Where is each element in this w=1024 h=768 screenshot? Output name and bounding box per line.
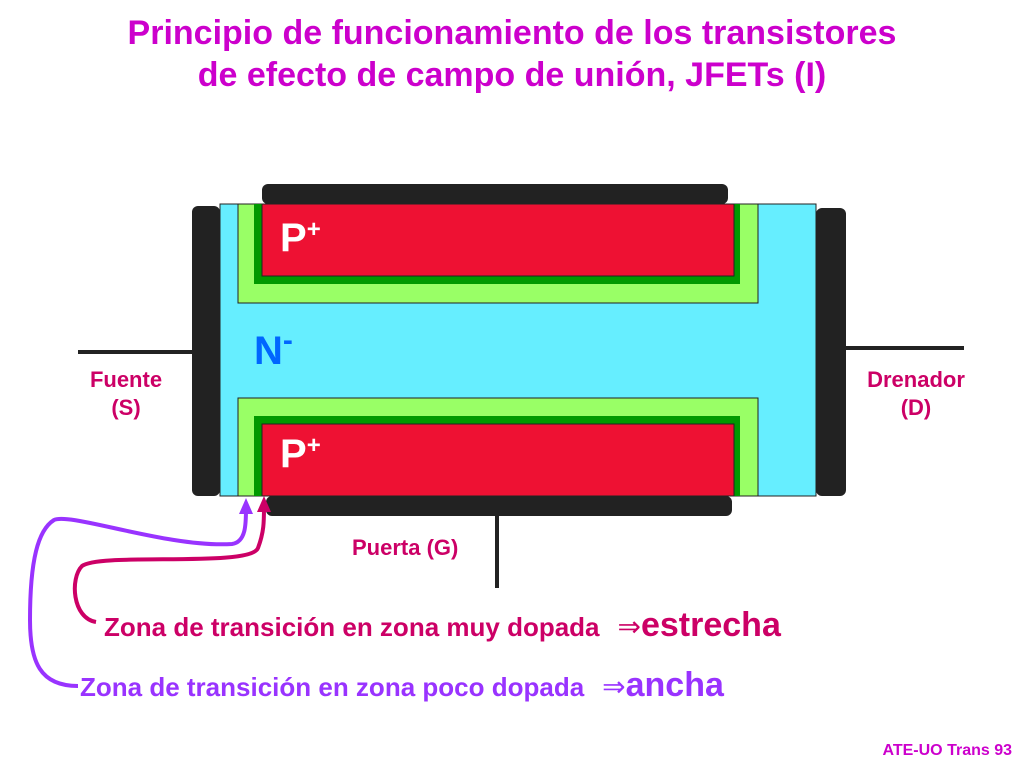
source-name: Fuente	[89, 367, 163, 392]
drain-name: Drenador	[867, 367, 965, 392]
source-label: Fuente (S)	[70, 366, 182, 422]
bottom-p-superscript: +	[306, 432, 321, 459]
gate-label: Puerta (G)	[352, 535, 459, 560]
bottom-gate-contact	[266, 496, 732, 516]
slide-footer: ATE-UO Trans 93	[882, 742, 1012, 759]
n-base: N	[254, 329, 283, 373]
implies-icon: ⇒	[602, 671, 626, 702]
n-superscript: -	[282, 324, 293, 357]
n-label: N-	[254, 324, 293, 374]
title-line-2: de efecto de campo de unión, JFETs (I)	[197, 56, 827, 94]
narrow-zone-text: Zona de transición en zona muy dopada	[104, 612, 600, 642]
implies-icon: ⇒	[617, 611, 641, 642]
narrow-zone-note: Zona de transición en zona muy dopada ⇒es…	[104, 606, 781, 645]
wide-zone-result: ancha	[625, 666, 724, 704]
drain-contact	[816, 208, 846, 496]
source-symbol: (S)	[111, 395, 141, 420]
top-p-region	[261, 203, 735, 277]
top-p-label: P+	[280, 216, 321, 261]
top-p-superscript: +	[306, 216, 321, 243]
drain-symbol: (D)	[900, 395, 932, 420]
bottom-p-region	[261, 423, 735, 497]
wide-zone-arrowhead	[239, 498, 253, 514]
source-contact	[192, 206, 220, 496]
narrow-zone-result: estrecha	[640, 606, 781, 644]
bottom-p-label: P+	[280, 432, 321, 477]
wide-zone-arrow	[27, 507, 248, 688]
slide-title: Principio de funcionamiento de los trans…	[0, 12, 1024, 96]
top-p-base: P	[280, 216, 307, 260]
bottom-p-base: P	[280, 432, 307, 476]
narrow-zone-arrow	[72, 505, 266, 624]
narrow-zone-arrowhead	[257, 496, 271, 512]
drain-label: Drenador (D)	[850, 366, 982, 422]
wide-zone-text: Zona de transición en zona poco dopada	[80, 672, 585, 702]
title-line-1: Principio de funcionamiento de los trans…	[127, 14, 897, 52]
top-gate-contact	[262, 184, 728, 204]
wide-zone-note: Zona de transición en zona poco dopada ⇒a…	[80, 666, 724, 705]
